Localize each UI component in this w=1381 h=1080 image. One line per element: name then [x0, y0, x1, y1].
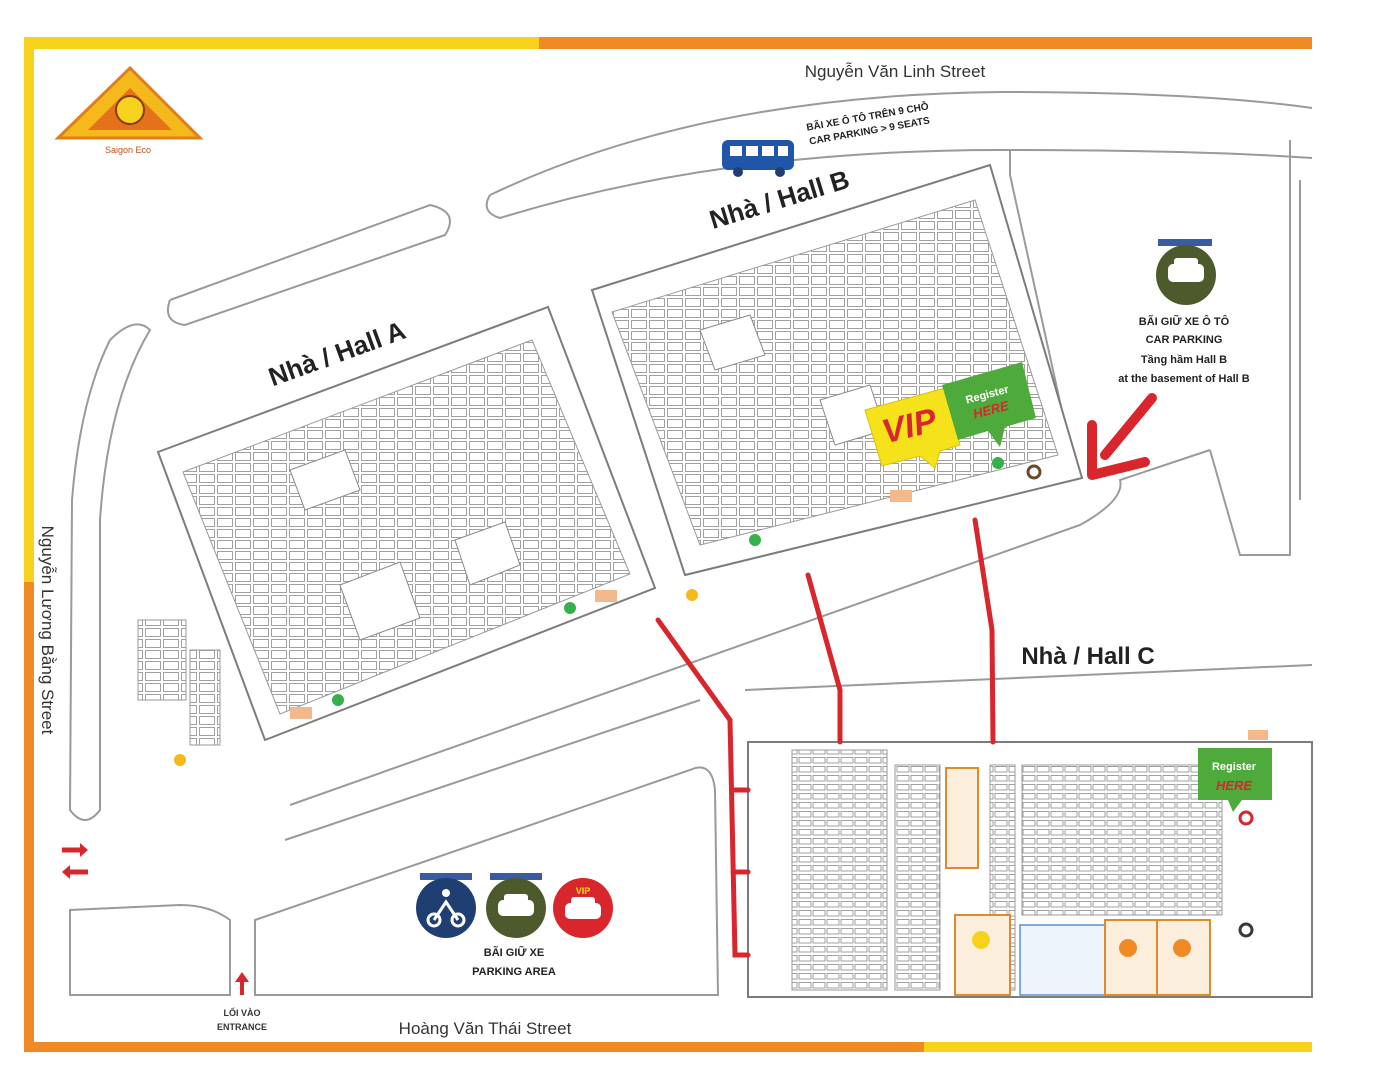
register-sign-hall-c: Register HERE: [1198, 748, 1272, 812]
bus-icon: [722, 140, 794, 177]
street-left-label: Nguyễn Lương Bằng Street: [38, 526, 57, 735]
street-top-label: Nguyễn Văn Linh Street: [805, 62, 986, 81]
vip-sign: VIP: [864, 387, 961, 469]
car-parking-text: BÃI GIỮ XE Ô TÔ CAR PARKING Tầng hầm Hal…: [1118, 315, 1249, 385]
motorbike-parking-icon: [416, 873, 476, 938]
register-line2-hall-c: HERE: [1216, 778, 1252, 793]
car-parking-area-icon: [486, 873, 546, 938]
vip-parking-icon: VIP: [553, 878, 613, 938]
entrance-line1: LỐI VÀO: [223, 1007, 260, 1018]
register-sign-hall-b: Register HERE: [942, 362, 1036, 447]
register-line1-hall-c: Register: [1212, 761, 1257, 773]
hall-c: [747, 741, 1313, 998]
entrance-line2: ENTRANCE: [217, 1022, 267, 1032]
street-bottom-label: Hoàng Văn Thái Street: [399, 1019, 572, 1038]
roads: [68, 90, 1313, 996]
vip-parking-badge: VIP: [576, 886, 591, 896]
car-parking-line3: Tầng hầm Hall B: [1141, 354, 1227, 366]
car-parking-icon: [1156, 239, 1216, 305]
parking-area-line1: BÃI GIỮ XE: [484, 946, 544, 959]
two-way-traffic-icon: [62, 843, 88, 879]
map-frame: [24, 37, 1312, 1052]
car-parking-line4: at the basement of Hall B: [1118, 373, 1249, 385]
hall-b: [590, 163, 1084, 577]
car-parking-line2: CAR PARKING: [1146, 334, 1223, 346]
entrance-arrow-icon: [235, 972, 249, 995]
basement-arrow-icon: [1087, 393, 1157, 480]
parking-area-line2: PARKING AREA: [472, 966, 556, 978]
car-parking-line1: BÃI GIỮ XE Ô TÔ: [1139, 315, 1230, 328]
hall-a: [137, 305, 657, 746]
walk-routes: [655, 517, 996, 958]
logo-text: Saigon Eco: [105, 145, 151, 155]
facility-markers: [174, 457, 1268, 766]
saigon-eco-logo: Saigon Eco: [54, 65, 204, 155]
hall-c-label: Nhà / Hall C: [1021, 643, 1154, 670]
